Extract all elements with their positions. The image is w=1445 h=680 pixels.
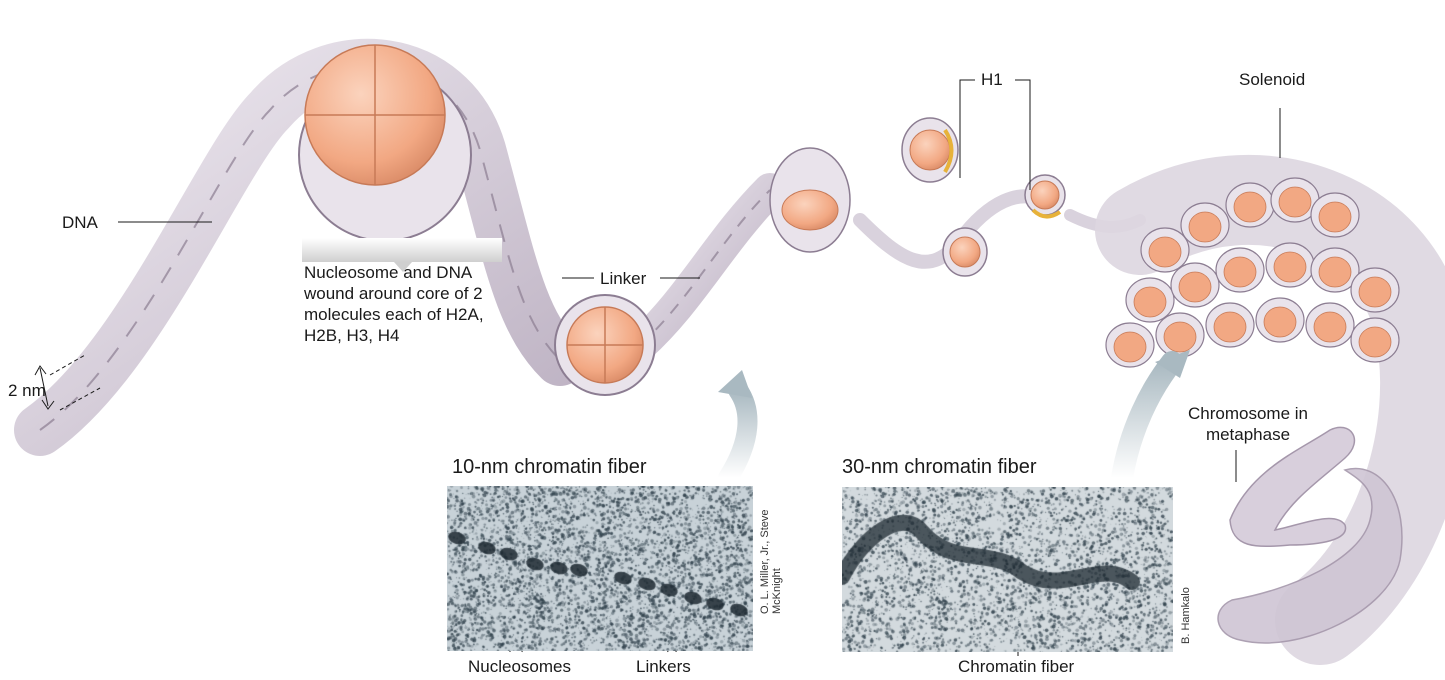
label-2nm: 2 nm bbox=[8, 380, 46, 401]
solenoid-disc-core bbox=[1214, 312, 1246, 342]
label-solenoid: Solenoid bbox=[1239, 69, 1305, 90]
solenoid-disc-core bbox=[1224, 257, 1256, 287]
panel-30nm-label: Chromatin fiber bbox=[958, 656, 1074, 677]
solenoid-disc-core bbox=[1134, 287, 1166, 317]
label-linker: Linker bbox=[600, 268, 646, 289]
micrograph-30nm-image bbox=[842, 487, 1173, 652]
label-nucleosome-callout: Nucleosome and DNA wound around core of … bbox=[304, 262, 504, 346]
solenoid-disc-core bbox=[1189, 212, 1221, 242]
panel-10nm-label-linkers: Linkers bbox=[636, 656, 691, 677]
solenoid-disc-core bbox=[1264, 307, 1296, 337]
solenoid-disc-core bbox=[1274, 252, 1306, 282]
solenoid-disc-core bbox=[1164, 322, 1196, 352]
label-h1: H1 bbox=[981, 69, 1003, 90]
solenoid-disc-core bbox=[1319, 257, 1351, 287]
panel-10nm-label-nucleosomes: Nucleosomes bbox=[468, 656, 571, 677]
panel-30nm-title: 30-nm chromatin fiber bbox=[842, 457, 1037, 478]
solenoid-disc-core bbox=[1234, 192, 1266, 222]
solenoid-disc-core bbox=[1359, 277, 1391, 307]
solenoid-disc-core bbox=[1149, 237, 1181, 267]
label-chromosome: Chromosome in metaphase bbox=[1178, 403, 1318, 445]
micrograph-10nm bbox=[447, 486, 753, 651]
nucleosome-linker bbox=[555, 295, 655, 395]
arrow-10nm bbox=[718, 370, 752, 478]
label-dna: DNA bbox=[62, 212, 98, 233]
solenoid-disc-core bbox=[1279, 187, 1311, 217]
micrograph-30nm bbox=[842, 487, 1173, 652]
micrograph-10nm-image bbox=[447, 486, 753, 651]
panel-10nm-title: 10-nm chromatin fiber bbox=[452, 457, 647, 478]
panel-10nm-credit: O. L. Miller, Jr., Steve McKnight bbox=[759, 494, 783, 614]
solenoid-disc-core bbox=[1319, 202, 1351, 232]
solenoid-disc-core bbox=[1179, 272, 1211, 302]
solenoid-disc-core bbox=[1314, 312, 1346, 342]
solenoid-disc-core bbox=[1359, 327, 1391, 357]
panel-30nm-credit: B. Hamkalo bbox=[1180, 587, 1192, 644]
solenoid-disc-core bbox=[1114, 332, 1146, 362]
